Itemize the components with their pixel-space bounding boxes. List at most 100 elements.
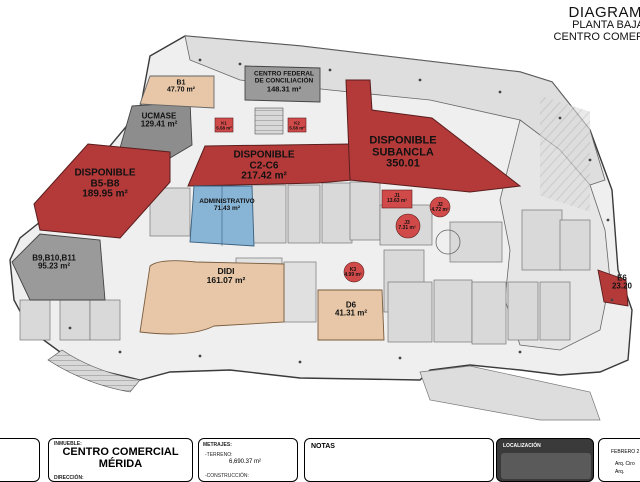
title-block-credits: FEBRERO 2 Arq. Ciro Arq.	[598, 438, 640, 482]
kiosk-k3	[343, 261, 365, 283]
label-b9-b11: B9,B10,B11 95.23 m²	[32, 253, 76, 272]
label-didi-name: DIDI	[217, 266, 235, 277]
property-label: INMUEBLE:	[54, 441, 82, 447]
unit-b1	[139, 75, 215, 109]
land-value: 6,690.37 m²	[229, 459, 262, 465]
label-k3-area: 4.99 m²	[344, 272, 362, 278]
label-subancla-area: 350.01	[386, 157, 420, 170]
label-b1: B1 47.70 m²	[167, 80, 195, 95]
label-j3: J3 7.31 m²	[398, 219, 416, 232]
label-c2c6-name-1: DISPONIBLE	[233, 149, 295, 161]
label-k3-name: K3	[349, 266, 357, 273]
label-subancla-name-2: SUBANCLA	[372, 146, 434, 159]
unit-d6	[317, 289, 385, 341]
label-d6-name: D6	[345, 300, 357, 310]
label-b9b11-area: 95.23 m²	[37, 262, 71, 271]
metrics-label: METRAJES:	[203, 442, 232, 448]
label-c2c6-area: 217.42 m²	[241, 170, 287, 182]
title-block-notes: NOTAS	[304, 438, 494, 482]
label-k2-name: K2	[294, 120, 300, 126]
label-e6-area: 23.20	[611, 282, 633, 291]
unit-disponible-subancla	[345, 79, 522, 193]
address-label: DIRECCIÓN:	[54, 475, 84, 481]
label-k3: K3 4.99 m²	[344, 266, 362, 279]
title-block-property: INMUEBLE: CENTRO COMERCIAL MÉRIDA DIRECC…	[48, 438, 193, 482]
kiosk-k1	[214, 117, 234, 133]
land-label: -TERRENO:	[205, 452, 233, 458]
label-j3-name: J3	[404, 219, 410, 226]
label-e6-name: E6	[617, 273, 627, 283]
east-corridor-hatch	[540, 95, 590, 212]
label-didi: DIDI 161.07 m²	[207, 267, 246, 285]
unit-b9-b11	[11, 233, 106, 301]
diagram-subtitle-floor: PLANTA BAJA	[572, 19, 640, 31]
location-label: LOCALIZACIÓN	[503, 443, 541, 449]
label-j2-name: J2	[437, 201, 443, 208]
label-d6-area: 41.31 m²	[334, 309, 368, 318]
entrance-stairs	[47, 349, 141, 393]
label-b5b8-name-2: B5-B8	[90, 177, 120, 189]
title-block-location-map: LOCALIZACIÓN	[496, 438, 594, 482]
location-map-thumbnail	[501, 453, 591, 479]
central-stair	[254, 107, 284, 135]
label-ucmase: UCMASE 129.41 m²	[141, 111, 177, 130]
south-ramp	[419, 365, 601, 421]
columns	[68, 58, 614, 364]
unit-didi	[139, 260, 285, 335]
label-ccf-name-1: CENTRO FEDERAL	[254, 70, 314, 78]
label-b1-area: 47.70 m²	[166, 87, 196, 94]
kiosk-j3	[395, 213, 421, 239]
date-text: FEBRERO 2	[611, 449, 640, 455]
shop-units	[19, 181, 591, 345]
label-j1: J1 13.63 m²	[386, 192, 408, 205]
label-j1-area: 13.63 m²	[386, 198, 408, 204]
label-b1-name: B1	[176, 79, 186, 87]
label-k1-name: K1	[221, 120, 227, 126]
diagram-title: DIAGRAM	[568, 4, 640, 21]
label-k2-area: 5.58 m²	[289, 125, 305, 130]
label-admin-name: ADMINISTRATIVO	[199, 198, 255, 206]
label-k1-area: 5.58 m²	[216, 125, 232, 130]
label-b5b8-area: 189.95 m²	[82, 188, 128, 200]
unit-disponible-b5-b8	[33, 143, 171, 239]
title-block-metrics: METRAJES: -TERRENO: 6,690.37 m² -CONSTRU…	[198, 438, 298, 482]
label-ccf-name-2: DE CONCILIACIÓN	[254, 77, 314, 85]
label-c2-c6: DISPONIBLE C2-C6 217.42 m²	[233, 150, 294, 182]
label-c2c6-name-2: C2-C6	[249, 159, 279, 171]
property-name: CENTRO COMERCIAL MÉRIDA	[49, 446, 192, 470]
credit-line-1: Arq. Ciro	[615, 461, 635, 467]
unit-disponible-c2-c6	[187, 143, 353, 187]
label-admin-area: 71.43 m²	[213, 205, 241, 212]
property-name-line-2: MÉRIDA	[98, 457, 143, 470]
label-ucmase-name: UCMASE	[141, 111, 177, 121]
label-j2-area: 4.72 m²	[431, 207, 449, 213]
label-b5-b8: DISPONIBLE B5-B8 189.95 m²	[74, 168, 135, 200]
label-k2: K2 5.58 m²	[289, 121, 305, 130]
notes-label: NOTAS	[311, 443, 335, 450]
kiosk-k2	[287, 117, 307, 133]
label-subancla: DISPONIBLE SUBANCLA 350.01	[369, 134, 437, 171]
unit-e6	[597, 269, 629, 307]
diagram-subtitle-building: CENTRO COMER	[553, 31, 640, 43]
kiosk-j1	[381, 189, 413, 209]
kiosk-j2	[429, 196, 451, 218]
label-ccf-area: 148.31 m²	[266, 83, 302, 93]
label-b9b11-name: B9,B10,B11	[32, 253, 76, 263]
unit-centro-federal	[244, 65, 321, 103]
label-j3-area: 7.31 m²	[398, 225, 416, 231]
property-name-line-1: CENTRO COMERCIAL	[62, 446, 179, 458]
title-block-logo	[0, 438, 40, 482]
label-j1-name: J1	[394, 192, 400, 199]
label-b5b8-name-1: DISPONIBLE	[74, 167, 136, 179]
label-subancla-name-1: DISPONIBLE	[369, 134, 437, 147]
label-e6: E6 23.20	[611, 273, 633, 292]
credit-line-2: Arq.	[615, 469, 625, 475]
fountain	[435, 229, 461, 255]
label-d6: D6 41.31 m²	[334, 300, 368, 319]
label-centro-federal: CENTRO FEDERAL DE CONCILIACIÓN 148.31 m²	[254, 70, 314, 93]
label-administrativo: ADMINISTRATIVO 71.43 m²	[199, 198, 255, 213]
label-k1: K1 5.58 m²	[216, 121, 232, 130]
label-didi-area: 161.07 m²	[206, 275, 246, 285]
